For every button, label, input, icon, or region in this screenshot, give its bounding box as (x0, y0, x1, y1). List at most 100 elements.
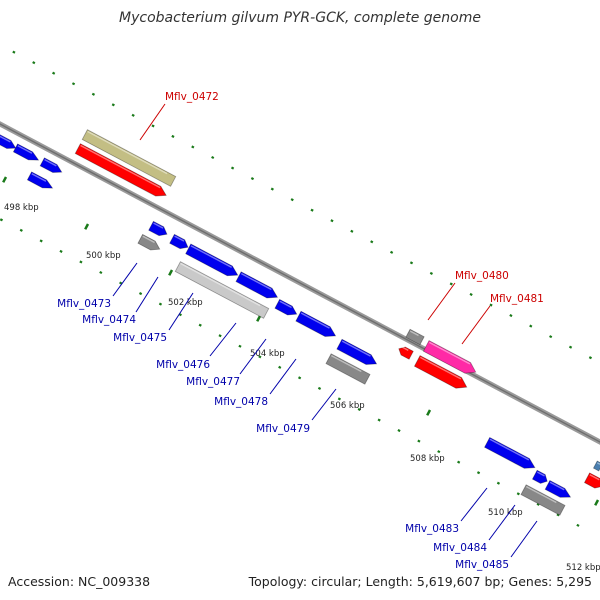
tick-track-2 (0, 217, 582, 528)
gene-feature-shape (336, 338, 378, 365)
gene-feature-shine (174, 235, 185, 242)
tick-track-1 (12, 50, 600, 365)
gene-feature-minus (413, 355, 468, 389)
gene-label: Mflv_0481 (490, 293, 544, 305)
gene-feature-shine (489, 438, 530, 461)
gene-feature (484, 436, 536, 469)
ruler-tick (168, 269, 174, 276)
ruler-tick (84, 223, 90, 230)
ruler-tick-label: 504 kbp (250, 349, 285, 359)
gene-label: Mflv_0476 (156, 359, 210, 371)
gene-feature-rna-shine (180, 262, 261, 307)
gene-feature-shape (185, 243, 239, 277)
gene-feature-shine (190, 245, 232, 268)
gene-feature (544, 479, 572, 498)
gene-feature-hypothetical-shine (525, 486, 557, 504)
accession-text: Accession: NC_009338 (8, 574, 151, 589)
gene-feature-shine (341, 340, 371, 357)
gene-feature-shine (549, 481, 565, 491)
gene-feature-shine (17, 145, 33, 154)
gene-feature-minus-shape (74, 143, 167, 197)
gene-feature-minus-shape (398, 346, 414, 360)
topology-text: Topology: circular; Length: 5,619,607 bp… (248, 574, 592, 589)
ruler-tick-label: 498 kbp (4, 203, 39, 213)
gene-feature (592, 460, 600, 472)
ruler-tick-label: 506 kbp (330, 401, 365, 411)
gene-callout-line (460, 487, 488, 522)
gene-feature (235, 271, 279, 299)
gene-feature-shine (300, 312, 330, 329)
gene-callout-line (510, 520, 538, 558)
ruler-tick (256, 315, 262, 322)
ruler-tick-label: 500 kbp (86, 251, 121, 261)
ruler-tick-label: 508 kbp (410, 454, 445, 464)
gene-callout-line (461, 305, 491, 345)
gene-feature-hypothetical (405, 328, 425, 346)
gene-label: Mflv_0479 (256, 423, 310, 435)
backbone-inner (0, 123, 600, 443)
gene-label: Mflv_0474 (82, 314, 136, 326)
gene-feature-minus (398, 345, 414, 360)
gene-feature (274, 298, 298, 316)
gene-feature (295, 310, 337, 337)
gene-feature-shape (39, 157, 63, 173)
gene-feature-minus-shine (419, 356, 462, 380)
gene-label: Mflv_0472 (165, 91, 219, 103)
gene-feature (26, 171, 54, 189)
gene-feature-shape (12, 143, 40, 161)
gene-feature (0, 133, 17, 149)
gene-feature-hypothetical-shine (409, 330, 419, 337)
gene-feature-shape (274, 298, 298, 316)
gene-callout-line (139, 103, 166, 141)
gene-feature-shape (592, 460, 600, 472)
gene-feature-hypothetical (520, 484, 566, 516)
gene-callout-line (427, 282, 456, 321)
gene-feature-shine (44, 159, 57, 167)
gene-callout-line (135, 276, 159, 313)
gene-label: Mflv_0475 (113, 332, 167, 344)
gene-label: Mflv_0480 (455, 270, 509, 282)
ruler-tick-label: 512 kbp (566, 563, 600, 573)
gene-feature (148, 220, 168, 237)
gene-feature-hypothetical-shape (325, 353, 371, 385)
gene-feature-shine (31, 173, 47, 182)
gene-feature-shine (537, 471, 545, 477)
gene-feature (12, 143, 40, 161)
gene-callout-line (209, 322, 237, 357)
gene-feature-hypothetical (137, 233, 161, 251)
gene-feature-hypothetical-shine (142, 235, 155, 244)
gene-feature-shape (169, 233, 189, 250)
ruler-tick-label: 510 kbp (488, 508, 523, 518)
gene-feature (169, 233, 189, 250)
gene-feature-hypothetical (325, 353, 371, 385)
gene-callout-line (239, 338, 267, 375)
gene-feature-rna (174, 261, 270, 319)
gene-feature-shape (544, 479, 572, 498)
gene-feature-minus (583, 472, 600, 489)
gene-callout-line (488, 504, 516, 541)
gene-feature-shape (148, 220, 168, 237)
gene-feature-minus-shape (413, 355, 468, 389)
gene-label: Mflv_0473 (57, 298, 111, 310)
gene-feature (336, 338, 378, 365)
gene-feature-minus-shape (583, 472, 600, 489)
gene-feature-highlighted-shine (428, 341, 471, 365)
gene-feature (531, 469, 548, 484)
gene-feature (185, 243, 239, 277)
gene-feature-highlighted (422, 340, 477, 374)
gene-callout-line (112, 262, 138, 297)
gene-feature-other (81, 129, 177, 187)
gene-label: Mflv_0477 (186, 376, 240, 388)
gene-label: Mflv_0484 (433, 542, 487, 554)
gene-feature-other-shape (81, 129, 177, 187)
gene-feature (39, 157, 63, 173)
gene-feature-minus-shine (80, 144, 161, 189)
gene-feature-minus (74, 143, 167, 197)
ruler-tick-label: 502 kbp (168, 298, 203, 308)
gene-feature-shape (484, 436, 536, 469)
gene-feature-shine (0, 135, 11, 143)
gene-feature-hypothetical-shine (330, 355, 362, 373)
ruler-tick (594, 499, 600, 506)
